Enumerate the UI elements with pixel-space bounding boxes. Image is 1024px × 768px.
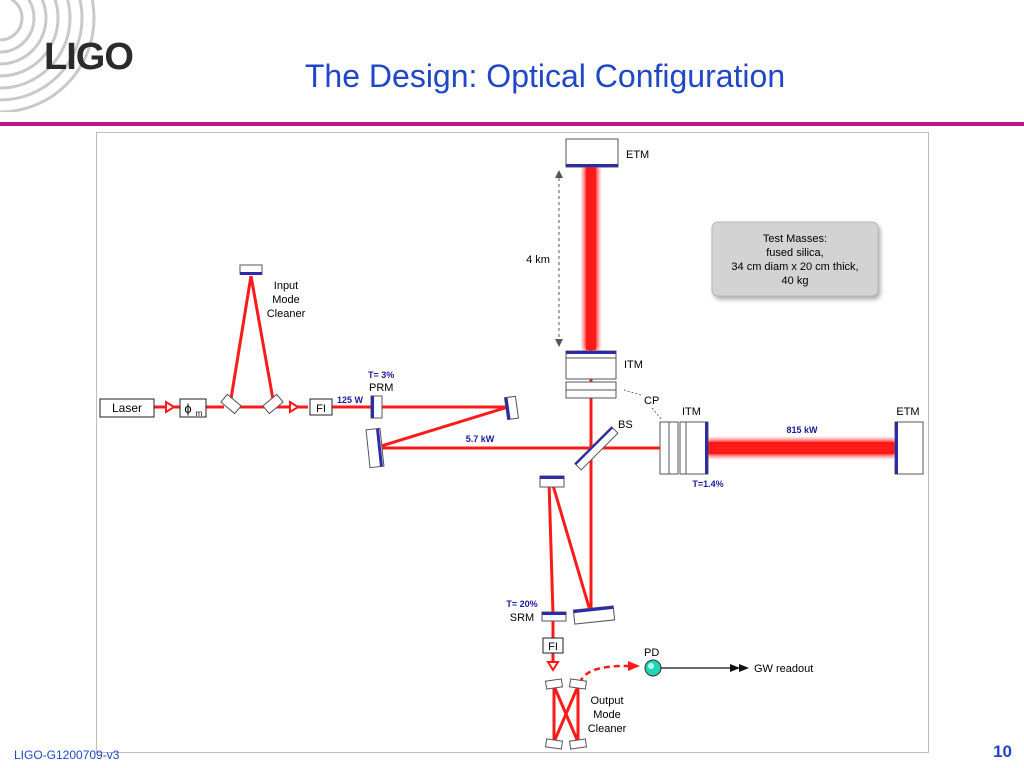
cp-pointer-y: [623, 389, 642, 396]
svg-text:Laser: Laser: [112, 401, 142, 415]
pr-folding-mirror: [503, 395, 520, 421]
svg-text:Cleaner: Cleaner: [267, 308, 306, 320]
imc-output-mirror: [262, 393, 284, 415]
title-divider: [0, 122, 1024, 126]
etm-y-mirror: [565, 138, 619, 168]
svg-text:ϕ: ϕ: [184, 401, 191, 416]
prm-mirror: [370, 395, 383, 419]
test-masses-callout: Test Masses: fused silica, 34 cm diam x …: [711, 221, 879, 297]
arm-power-label: 815 kW: [786, 425, 818, 435]
svg-text:40 kg: 40 kg: [782, 275, 809, 287]
slide-title: The Design: Optical Configuration: [304, 58, 786, 94]
bs-label: BS: [618, 419, 633, 431]
itm-x-label: ITM: [682, 406, 701, 418]
prm-transmission-label: T= 3%: [368, 370, 394, 380]
pd-label: PD: [644, 647, 659, 659]
svg-text:Input: Input: [274, 280, 298, 292]
readout-arrow-head: [628, 661, 640, 671]
faraday-isolator-input: FI: [309, 398, 333, 416]
y-arm-beam: [584, 166, 598, 350]
beam-direction-arrows: [165, 400, 560, 672]
ligo-logo-arcs: [0, 0, 96, 112]
svg-text:FI: FI: [316, 403, 326, 415]
svg-text:m: m: [196, 409, 203, 418]
omc-mirrors: [544, 678, 588, 750]
svg-text:34 cm diam x 20 cm thick,: 34 cm diam x 20 cm thick,: [731, 261, 858, 273]
imc-label: Input Mode Cleaner: [267, 280, 306, 320]
cp-label: CP: [644, 395, 659, 407]
ligo-logo: LIGO: [44, 36, 134, 78]
compensation-plate-y: [565, 381, 617, 399]
imc-top-mirror: [239, 264, 263, 275]
document-id: LIGO-G1200709-v3: [14, 748, 120, 762]
gw-readout-arrow: [661, 664, 749, 672]
itm-x-mirror: [679, 421, 709, 475]
svg-text:Mode: Mode: [272, 294, 300, 306]
svg-text:Test Masses:: Test Masses:: [763, 233, 827, 245]
srm-mirror: [541, 611, 567, 622]
arm-length-label: 4 km: [526, 254, 550, 266]
phase-modulator: ϕ m: [179, 398, 207, 418]
etm-y-label: ETM: [626, 149, 649, 161]
faraday-isolator-output: FI: [542, 637, 564, 654]
x-arm-beam: [707, 440, 895, 456]
laser-box: Laser: [99, 398, 155, 418]
page-number: 10: [993, 742, 1012, 761]
itm-y-mirror: [565, 350, 617, 380]
photodiode: [644, 659, 662, 677]
beam-splitter: [574, 426, 619, 471]
arm-length-arrow: [520, 170, 563, 347]
cp-pointer-x: [651, 407, 663, 421]
svg-text:Mode: Mode: [593, 709, 621, 721]
svg-text:FI: FI: [548, 641, 558, 653]
prm-label: PRM: [369, 382, 393, 394]
srm-label: SRM: [510, 612, 534, 624]
svg-text:Cleaner: Cleaner: [588, 723, 627, 735]
input-power-label: 125 W: [337, 395, 364, 405]
sr-folding-mirror-bottom: [572, 605, 616, 625]
srm-transmission-label: T= 20%: [506, 599, 537, 609]
compensation-plate-x: [659, 421, 679, 475]
omc-label: Output Mode Cleaner: [588, 695, 627, 735]
gw-readout-label: GW readout: [754, 663, 813, 675]
readout-beam-dashed: [578, 664, 631, 684]
sr-folding-mirror-top: [539, 475, 565, 488]
input-beam-path: [154, 275, 660, 450]
svg-text:Output: Output: [590, 695, 623, 707]
svg-text:fused silica,: fused silica,: [766, 247, 823, 259]
etm-x-label: ETM: [896, 406, 919, 418]
imc-input-mirror: [220, 393, 242, 415]
etm-x-mirror: [894, 421, 924, 475]
itm-y-label: ITM: [624, 359, 643, 371]
itm-transmission-label: T=1.4%: [692, 479, 723, 489]
pr-recycling-mirror: [365, 427, 385, 469]
recycled-power-label: 5.7 kW: [466, 434, 495, 444]
